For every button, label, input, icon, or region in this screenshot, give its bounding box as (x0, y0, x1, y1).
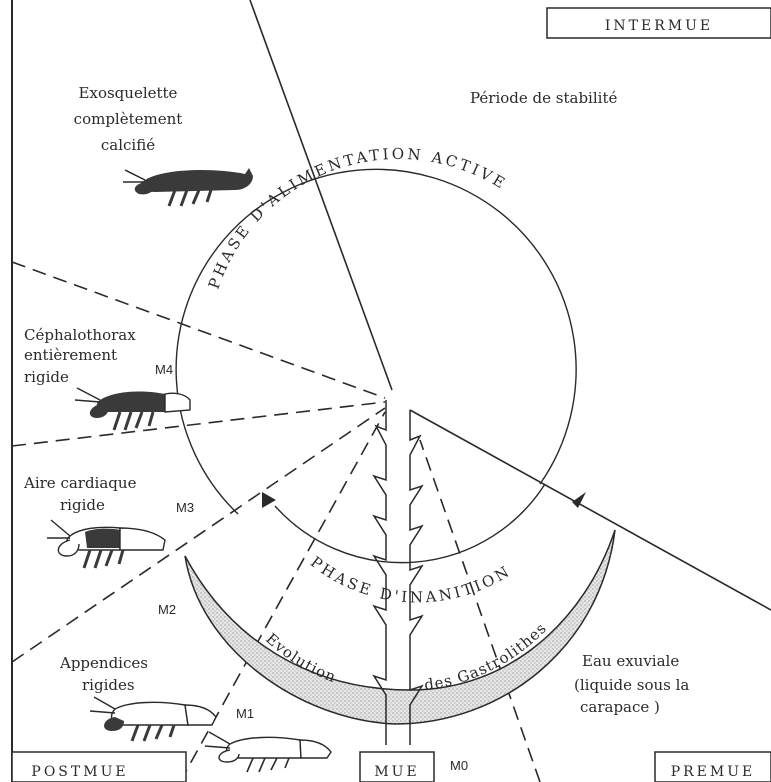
gastrolith-crescent (185, 530, 615, 724)
stage-m4: M4 (155, 362, 173, 377)
crayfish-appendices-icon (90, 697, 216, 741)
exo-line1: Exosquelette (79, 84, 178, 102)
intermue-label: INTERMUE (605, 18, 713, 34)
ceph-line3: rigide (24, 368, 69, 386)
postmue-label: POSTMUE (31, 764, 128, 780)
ceph-line1: Céphalothorax (24, 326, 136, 344)
feeding-circle (176, 169, 576, 514)
dash-m0 (420, 440, 540, 782)
dash-m4-lower (12, 402, 385, 446)
water-line2: (liquide sous la (574, 676, 689, 694)
water-line1: Eau exuviale (582, 652, 679, 670)
arrow-left-icon (262, 492, 276, 508)
starvation-phase-label: PHASE D'INANITION (307, 553, 515, 607)
exo-line2: complètement (74, 110, 183, 128)
app-line1: Appendices (59, 654, 148, 672)
heart-line1: Aire cardiaque (23, 474, 137, 492)
crayfish-cardiac-icon (47, 520, 165, 568)
stage-m0: M0 (450, 758, 468, 773)
app-line2: rigides (82, 676, 135, 694)
mue-label: MUE (374, 764, 419, 780)
stage-m1: M1 (236, 706, 254, 721)
feeding-phase-label: PHASE D'ALIMENTATION ACTIVE (205, 145, 511, 291)
exo-line3: calcifié (101, 136, 155, 154)
heart-line2: rigide (60, 496, 105, 514)
stage-m3: M3 (176, 500, 194, 515)
divider-premue (410, 410, 771, 610)
stage-m2: M2 (158, 602, 176, 617)
ceph-line2: entièrement (24, 346, 117, 364)
crayfish-calcified-icon (123, 168, 253, 206)
crayfish-soft-icon (205, 732, 331, 772)
crayfish-cephalothorax-icon (75, 388, 190, 430)
premue-label: PREMUE (671, 764, 756, 780)
stability-label: Période de stabilité (470, 89, 617, 107)
water-line3: carapace ) (580, 698, 660, 716)
